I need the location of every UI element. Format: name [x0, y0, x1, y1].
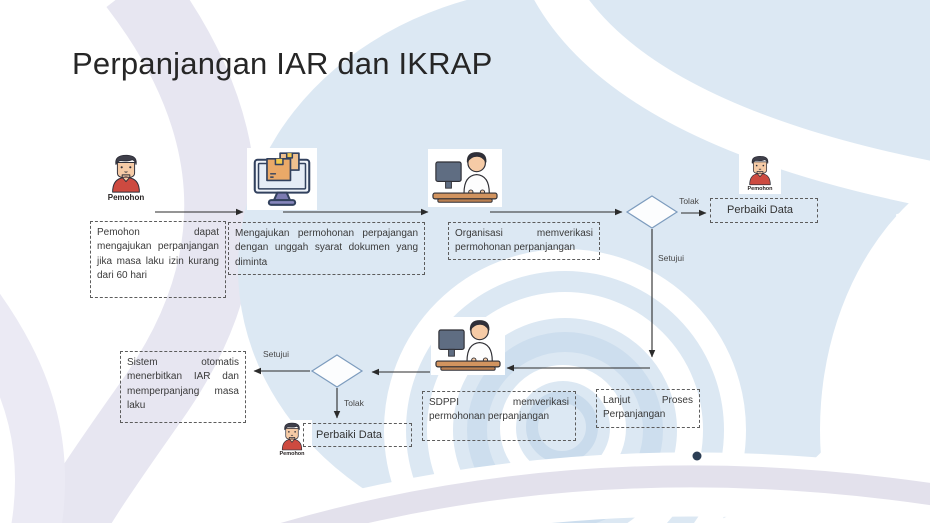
organisasi-verifier-icon	[428, 149, 502, 207]
person-icon	[281, 422, 303, 451]
edge-label-setujui-bottom: Setujui	[263, 349, 289, 359]
page-title: Perpanjangan IAR dan IKRAP	[72, 46, 493, 81]
desk-operator-icon	[432, 152, 498, 203]
note-applicant-condition: Pemohon dapat mengajukan perpanjangan ji…	[90, 221, 226, 298]
actor-applicant-fix-top: Pemohon	[739, 153, 781, 194]
note-organisasi-verification: Organisasi memverikasi permohonan perpan…	[448, 222, 600, 260]
edge-label-setujui-top: Setujui	[658, 253, 684, 263]
swirl-center-dot	[692, 451, 702, 461]
note-submit-application: Mengajukan permohonan perpajangan dengan…	[228, 222, 425, 275]
sdppi-verifier-icon	[431, 317, 505, 375]
person-icon	[112, 154, 140, 193]
note-continue-process: Lanjut Proses Perpanjangan	[596, 389, 700, 428]
note-fix-data-bottom: Perbaiki Data	[303, 423, 412, 447]
computer-package-icon	[253, 152, 311, 206]
edge-label-tolak-top: Tolak	[679, 196, 699, 206]
desk-operator-icon	[435, 320, 501, 371]
edge-label-tolak-bottom: Tolak	[344, 398, 364, 408]
note-sdppi-verification: SDPPI memverikasi permohonan perpanjanga…	[422, 391, 576, 441]
actor-label: Pemohon	[279, 451, 305, 457]
actor-label: Pemohon	[107, 193, 145, 202]
actor-applicant-fix-bottom: Pemohon	[272, 420, 312, 459]
note-system-issue: Sistem otomatis menerbitkan IAR dan memp…	[120, 351, 246, 423]
online-application-icon	[247, 148, 317, 210]
decision-diamond-sdppi	[310, 354, 364, 388]
actor-label: Pemohon	[747, 186, 773, 192]
actor-applicant-start: Pemohon	[100, 152, 152, 204]
decision-diamond-organisasi	[625, 195, 679, 229]
note-fix-data-top: Perbaiki Data	[710, 198, 818, 223]
person-icon	[749, 155, 771, 186]
